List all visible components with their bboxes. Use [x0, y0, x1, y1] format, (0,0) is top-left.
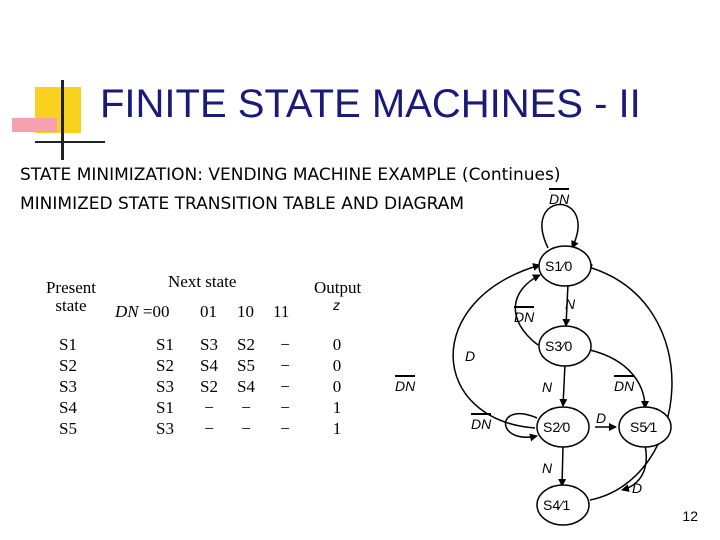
edge-label-s3-to-s1: DN: [514, 306, 534, 325]
edge-label-s3-to-s1-d: D: [465, 348, 475, 364]
state-label-s4: S4⁄1: [543, 497, 570, 513]
state-label-s3: S3⁄0: [545, 338, 572, 354]
state-label-s1: S1⁄0: [545, 258, 572, 274]
edge-label-s5-d: D: [632, 480, 642, 496]
edge-label-s2-self-loop: DN: [471, 413, 491, 432]
edge-label-s3-to-s2: N: [542, 379, 552, 395]
edge-s3-to-s2: [563, 364, 565, 406]
edge-label-s2-to-s5: D: [596, 410, 606, 426]
edge-label-s2-to-s4: N: [542, 460, 552, 476]
edge-label-s2-to-s1: DN: [395, 375, 415, 394]
edge-s2-self-loop: [506, 414, 538, 437]
edge-s2-to-s1-left: [453, 265, 540, 428]
edge-label-s1-self-loop: DN: [549, 188, 569, 207]
state-label-s2: S2⁄0: [543, 419, 570, 435]
edge-s2-to-s4: [562, 446, 563, 486]
edge-s1-self-loop: [542, 205, 578, 249]
state-label-s5: S5⁄1: [630, 419, 657, 435]
edge-label-s3-to-s5: DN: [614, 375, 634, 394]
page-number: 12: [682, 508, 698, 524]
edge-label-s1-to-s3: N: [565, 296, 575, 312]
